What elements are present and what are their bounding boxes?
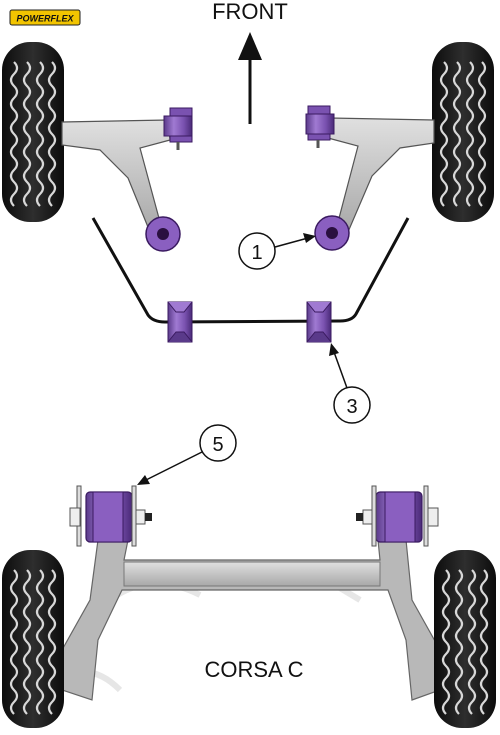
front-right-wishbone-front-bush (305, 105, 335, 148)
front-left-wishbone (61, 119, 171, 234)
anti-roll-bar-right-bush (306, 301, 332, 343)
front-left-wishbone-front-bush (163, 107, 193, 150)
callout-1: 1 (238, 232, 316, 270)
rear-left-beam-mount-bush (69, 485, 152, 547)
callout-3-number: 3 (346, 396, 357, 418)
powerflex-logo: POWERFLEX (9, 9, 81, 26)
model-label: CORSA C (204, 657, 303, 682)
front-right-tyre-icon (432, 42, 494, 222)
rear-right-beam-mount-bush (356, 485, 439, 547)
anti-roll-bar (91, 217, 410, 324)
front-left-wishbone-rear-bush (145, 216, 181, 252)
logo-text: POWERFLEX (16, 14, 74, 24)
front-arrow-icon (238, 32, 262, 124)
front-left-tyre-icon (2, 42, 64, 222)
callout-5-number: 5 (212, 434, 223, 456)
callout-1-number: 1 (251, 242, 262, 264)
front-right-wishbone (327, 117, 435, 234)
rear-left-tyre-icon (2, 550, 64, 728)
rear-right-tyre-icon (434, 550, 496, 728)
rear-beam (61, 539, 441, 701)
callout-5: 5 (137, 424, 237, 485)
anti-roll-bar-left-bush (167, 301, 193, 343)
front-label: FRONT (212, 0, 288, 24)
front-right-wishbone-rear-bush (314, 215, 350, 251)
callout-3: 3 (329, 343, 371, 424)
